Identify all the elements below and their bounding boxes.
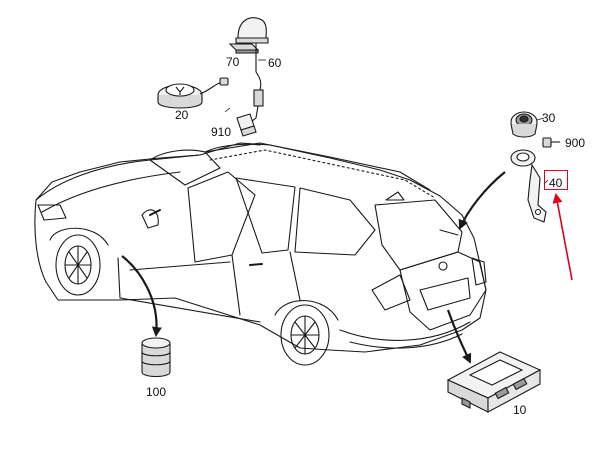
part-label-70: 70 [226, 55, 240, 69]
part-label-910: 910 [211, 125, 232, 139]
part-40-illustration [510, 149, 547, 223]
arrow-to-tailgate [458, 171, 506, 230]
part-100-illustration [141, 337, 171, 378]
leader-lines [121, 59, 549, 364]
part-label-60: 60 [268, 56, 282, 70]
highlight-box-40 [544, 170, 568, 190]
part-label-20: 20 [175, 108, 189, 122]
part-900-illustration [542, 137, 560, 148]
part-20-illustration [157, 77, 229, 109]
part-10-illustration [446, 351, 542, 413]
part-label-100: 100 [146, 385, 167, 399]
part-910-illustration [236, 113, 257, 137]
part-30-illustration [510, 111, 538, 138]
part-label-40: 40 [549, 176, 563, 190]
arrow-to-part-10 [446, 309, 472, 364]
part-label-10: 10 [513, 403, 527, 417]
part-label-900: 900 [565, 136, 586, 150]
part-70-illustration [228, 43, 260, 54]
part-60-illustration [235, 17, 269, 125]
arrow-to-part-100 [121, 255, 162, 337]
part-label-30: 30 [542, 111, 556, 125]
car-illustration [34, 142, 487, 366]
highlight-arrow [552, 193, 573, 281]
